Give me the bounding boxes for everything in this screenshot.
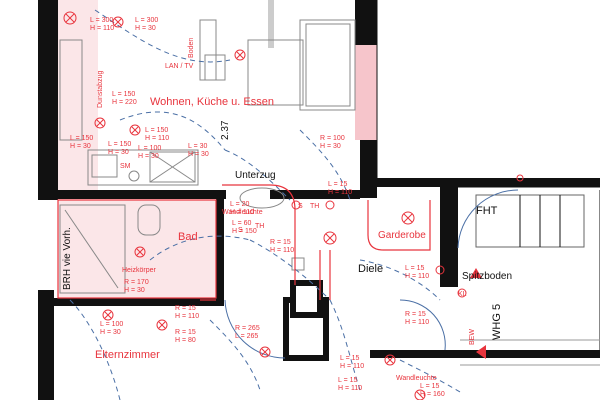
- measure-height-15: H = 110: [405, 273, 429, 280]
- wall-light-label-2: Wandleuchte: [396, 375, 437, 382]
- beam-label: Unterzug: [235, 170, 276, 181]
- measure-height-22: H = 30: [70, 143, 91, 150]
- room-label-wardrobe: Garderobe: [378, 230, 426, 241]
- measure-length-8: L = 20: [230, 201, 250, 208]
- room-label-living: Wohnen, Küche u. Essen: [150, 96, 274, 108]
- measure-length-22: L = 150: [70, 135, 93, 142]
- th-label-2: TH: [255, 223, 264, 230]
- measure-height-6: H = 30: [320, 143, 341, 150]
- measure-height-17: H = 110: [340, 363, 364, 370]
- measure-height-8: H = 110: [230, 209, 254, 216]
- measure-height-10: H = 110: [270, 247, 294, 254]
- measure-length-2: L = 150: [112, 91, 135, 98]
- bew-label: BEW: [469, 329, 476, 345]
- fht-label: FHT: [476, 205, 498, 217]
- measure-height-14: H = 80: [175, 337, 196, 344]
- s-label-2: S: [238, 227, 243, 234]
- measure-height-3: H = 110: [145, 135, 169, 142]
- bath-vertical-label: BRH vie Vorh.: [62, 227, 73, 290]
- measure-length-19: L = 15: [420, 383, 440, 390]
- measure-length-9: L = 60: [232, 220, 252, 227]
- measure-length-10: R = 15: [270, 239, 291, 246]
- measure-length-11: R = 170: [124, 279, 149, 286]
- room-label-hall: Diele: [358, 263, 383, 275]
- measure-height-5: H = 30: [188, 151, 209, 158]
- whg-marker: [476, 345, 486, 359]
- dim-237-label: 2.37: [220, 120, 231, 140]
- walls: [38, 0, 600, 400]
- room-label-parents: Elternzimmer: [95, 349, 160, 361]
- heater-label: Heizkörper: [122, 267, 157, 274]
- kl-label: KL: [458, 291, 467, 298]
- wall-light-label-1: Wandleuchte: [222, 209, 263, 216]
- measure-height-21: H = 30: [138, 153, 159, 160]
- spitzboden-label: Spitzboden: [462, 271, 512, 282]
- measure-height-20: L = 265: [235, 333, 258, 340]
- frame-lines: [376, 0, 600, 366]
- measure-height-1: H = 30: [135, 25, 156, 32]
- sm-label: SM: [120, 163, 131, 170]
- measure-length-21: L = 100: [138, 145, 161, 152]
- boden-label: Boden: [188, 38, 195, 58]
- measure-length-3: L = 150: [145, 127, 168, 134]
- dunstabzug-label: Dunstabzug: [97, 71, 104, 108]
- electrical-symbols: [63, 11, 524, 400]
- measure-length-17: L = 15: [340, 355, 360, 362]
- measure-length-18: L = 15: [338, 377, 358, 384]
- door-swings: [224, 189, 519, 359]
- measure-length-5: L = 30: [188, 143, 208, 150]
- measure-length-12: L = 100: [100, 321, 123, 328]
- furniture: [59, 19, 356, 294]
- measure-height-7: H = 110: [328, 189, 352, 196]
- measure-length-4: L = 150: [108, 141, 131, 148]
- measure-length-16: R = 15: [405, 311, 426, 318]
- measure-height-2: H = 220: [112, 99, 137, 106]
- measure-length-14: R = 15: [175, 329, 196, 336]
- th-label: TH: [310, 203, 319, 210]
- measure-length-20: R = 265: [235, 325, 260, 332]
- measure-length-0: L = 300: [90, 17, 113, 24]
- room-label-bath: Bad: [178, 231, 198, 243]
- measure-height-9: H = 150: [232, 228, 257, 235]
- whg-label: WHG 5: [491, 304, 503, 340]
- measure-height-18: H = 110: [338, 385, 362, 392]
- measure-length-7: L = 15: [328, 181, 348, 188]
- lan-tv-label: LAN / TV: [165, 63, 194, 70]
- spitzboden-marker: [470, 268, 482, 278]
- measure-height-0: H = 110: [90, 25, 114, 32]
- measure-height-4: H = 30: [108, 149, 129, 156]
- measure-length-1: L = 300: [135, 17, 158, 24]
- electrical: [57, 184, 431, 301]
- measure-length-6: R = 100: [320, 135, 345, 142]
- measure-height-19: H = 160: [420, 391, 445, 398]
- measure-height-16: H = 110: [405, 319, 429, 326]
- tiled-areas: [58, 0, 377, 300]
- measure-height-11: H = 30: [124, 287, 145, 294]
- measure-height-13: H = 110: [175, 313, 199, 320]
- measure-length-15: L = 15: [405, 265, 425, 272]
- s-label: S: [298, 203, 303, 210]
- circuit-lines: [69, 9, 461, 400]
- measure-height-12: H = 30: [100, 329, 121, 336]
- measure-length-13: R = 15: [175, 305, 196, 312]
